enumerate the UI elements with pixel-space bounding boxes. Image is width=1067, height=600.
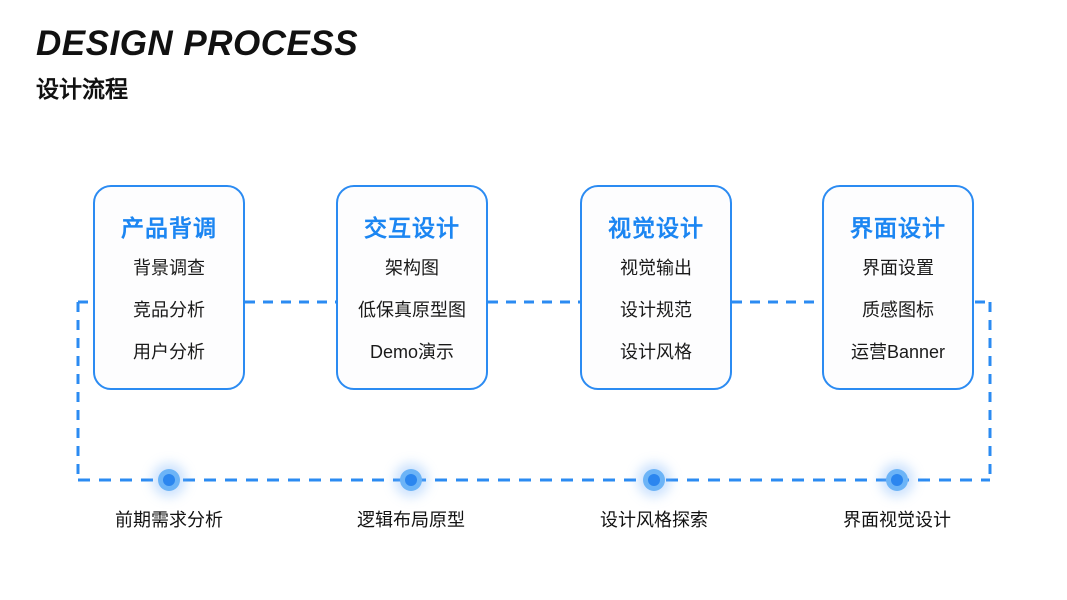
stage-card-1-item-1: 背景调查 [133, 258, 205, 278]
milestone-dot-icon-1[interactable] [158, 469, 180, 491]
page-title-english: DESIGN PROCESS [36, 24, 359, 63]
stage-card-2-item-2: 低保真原型图 [358, 300, 466, 320]
stage-card-3-item-3: 设计风格 [620, 342, 692, 362]
stage-card-2-item-3: Demo演示 [369, 342, 454, 362]
stage-card-4-heading: 界面设计 [850, 215, 946, 241]
milestone-label-3: 设计风格探索 [600, 510, 708, 530]
stage-card-2-heading: 交互设计 [364, 215, 460, 241]
stage-card-3-item-2: 设计规范 [620, 300, 692, 320]
stage-card-4-item-3: 运营Banner [850, 342, 946, 362]
stage-card-3-items: 视觉输出 设计规范 设计风格 [620, 258, 692, 362]
milestone-dot-icon-3[interactable] [643, 469, 665, 491]
stage-card-2-item-1: 架构图 [385, 258, 439, 278]
stage-card-1[interactable]: 产品背调 背景调查 竞品分析 用户分析 [93, 185, 245, 390]
stage-card-1-items: 背景调查 竞品分析 用户分析 [133, 258, 205, 362]
stage-card-1-heading: 产品背调 [121, 215, 217, 241]
page-header: DESIGN PROCESS 设计流程 [36, 22, 358, 106]
stage-card-4[interactable]: 界面设计 界面设置 质感图标 运营Banner [822, 185, 974, 390]
milestone-label-2: 逻辑布局原型 [357, 510, 465, 530]
milestone-dot-icon-4[interactable] [886, 469, 908, 491]
stage-card-3-item-1: 视觉输出 [620, 258, 692, 278]
milestone-dot-icon-2[interactable] [400, 469, 422, 491]
stage-card-3[interactable]: 视觉设计 视觉输出 设计规范 设计风格 [580, 185, 732, 390]
stage-card-4-item-1: 界面设置 [861, 258, 934, 278]
stage-card-1-item-3: 用户分析 [133, 342, 205, 362]
milestone-label-1: 前期需求分析 [115, 510, 223, 530]
stage-card-4-items: 界面设置 质感图标 运营Banner [851, 258, 945, 362]
stage-card-2-items: 架构图 低保真原型图 Demo演示 [358, 258, 466, 362]
stage-card-3-heading: 视觉设计 [608, 215, 704, 241]
page-title-chinese: 设计流程 [36, 76, 128, 102]
milestone-label-4: 界面视觉设计 [843, 510, 951, 530]
stage-card-1-item-2: 竞品分析 [133, 300, 205, 320]
stage-card-2[interactable]: 交互设计 架构图 低保真原型图 Demo演示 [336, 185, 488, 390]
stage-card-4-item-2: 质感图标 [861, 300, 934, 320]
